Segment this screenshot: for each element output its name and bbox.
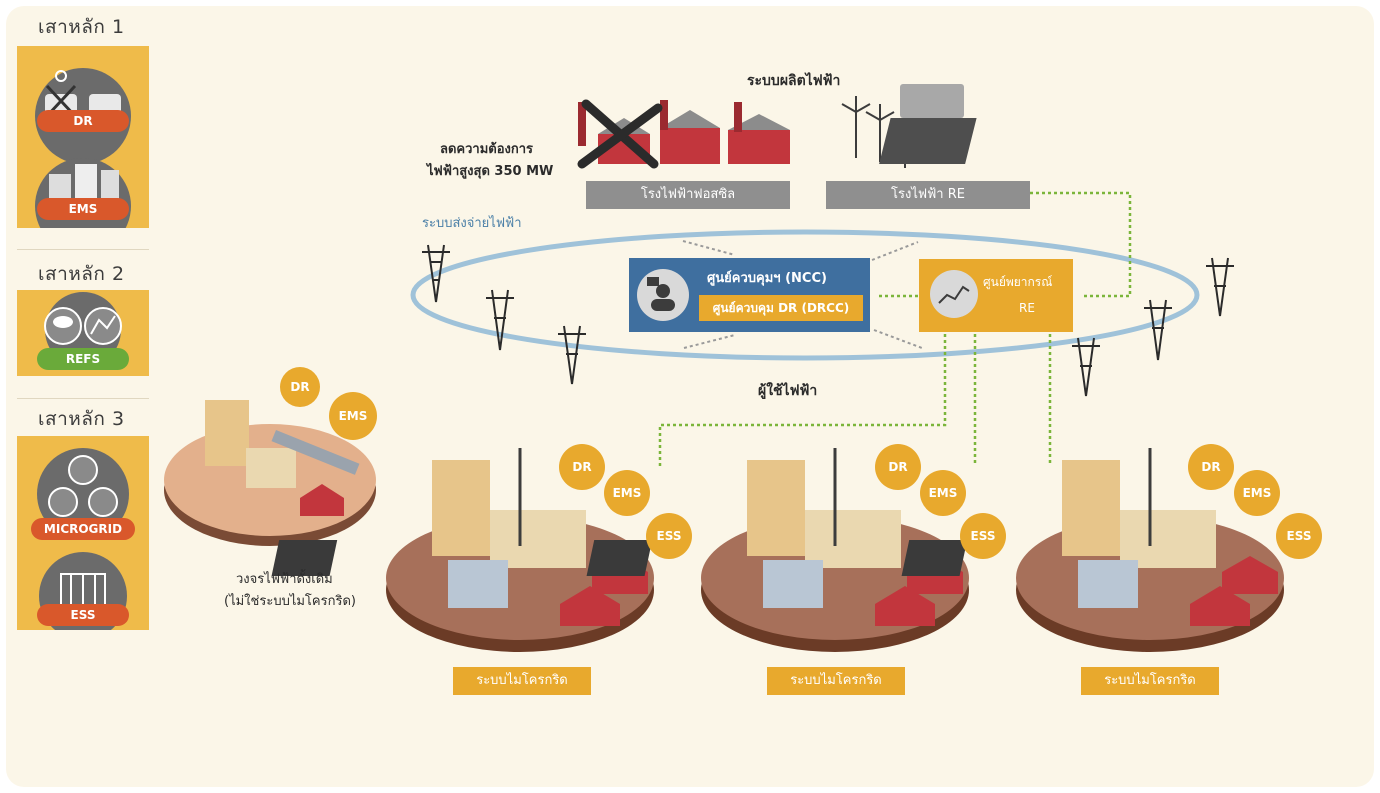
ess-tag: ESS (960, 513, 1006, 559)
peak-reduction-line1: ลดความต้องการ (440, 142, 534, 157)
green-dotted-arrows (658, 191, 1132, 468)
re-plant-box: โรงไฟฟ้า RE (826, 181, 1030, 209)
ess-badge: ESS (37, 604, 129, 626)
transmission-tower-icon (422, 244, 1234, 397)
ems-tag: EMS (920, 470, 966, 516)
separator (17, 398, 149, 399)
gray-dotted-arrows (682, 240, 923, 349)
pillar-2-title: เสาหลัก 2 (38, 263, 125, 285)
dr-tag: DR (280, 367, 320, 407)
microgrid-island-icon (586, 448, 969, 652)
pillar-1-title: เสาหลัก 1 (38, 16, 125, 38)
pillar-3-card: MICROGRID ESS (17, 436, 149, 640)
ncc-box: ศูนย์ควบคุมฯ (NCC) ศูนย์ควบคุม DR (DRCC) (629, 258, 870, 332)
ems-tag: EMS (1234, 470, 1280, 516)
consumers-label: ผู้ใช้ไฟฟ้า (758, 383, 818, 399)
dr-tag: DR (875, 444, 921, 490)
traditional-circuit-line2: (ไม่ใช่ระบบไมโครกริด) (224, 594, 356, 609)
pillar-3-title: เสาหลัก 3 (38, 408, 125, 430)
traditional-island-icon (164, 400, 376, 546)
pillar-2-card: REFS (17, 290, 149, 376)
microgrid-label-3: ระบบไมโครกริด (1081, 667, 1219, 695)
microgrid-island-icon (271, 448, 654, 652)
dr-tag: DR (559, 444, 605, 490)
solar-panel-icon (879, 84, 977, 164)
fossil-plant-icon (577, 99, 790, 169)
microgrid-badge: MICROGRID (31, 518, 135, 540)
operator-icon (637, 269, 689, 321)
microgrid-island-icon (901, 448, 1284, 652)
transmission-label: ระบบส่งจ่ายไฟฟ้า (422, 216, 522, 231)
transmission-ring (410, 229, 1200, 361)
re-forecast-line2: RE (1019, 301, 1035, 315)
re-forecast-line1: ศูนย์พยากรณ์ (983, 275, 1053, 289)
fossil-plant-box: โรงไฟฟ้าฟอสซิล (586, 181, 790, 209)
microgrid-label-2: ระบบไมโครกริด (767, 667, 905, 695)
ems-tag: EMS (604, 470, 650, 516)
ems-tag: EMS (329, 392, 377, 440)
peak-reduction-line2: ไฟฟ้าสูงสุด 350 MW (427, 164, 554, 179)
dr-tag: DR (1188, 444, 1234, 490)
forecast-chart-icon (930, 270, 978, 318)
re-forecast-box: ศูนย์พยากรณ์ RE (919, 259, 1073, 332)
ems-badge: EMS (37, 198, 129, 220)
traditional-circuit-line1: วงจรไฟฟ้าดั้งเดิม (236, 572, 333, 587)
dr-badge: DR (37, 110, 129, 132)
refs-badge: REFS (37, 348, 129, 370)
generation-title: ระบบผลิตไฟฟ้า (747, 73, 841, 89)
ess-tag: ESS (646, 513, 692, 559)
separator (17, 249, 149, 250)
microgrid-label-1: ระบบไมโครกริด (453, 667, 591, 695)
drcc-label: ศูนย์ควบคุม DR (DRCC) (699, 295, 863, 321)
ncc-label: ศูนย์ควบคุมฯ (NCC) (707, 271, 827, 286)
ess-tag: ESS (1276, 513, 1322, 559)
